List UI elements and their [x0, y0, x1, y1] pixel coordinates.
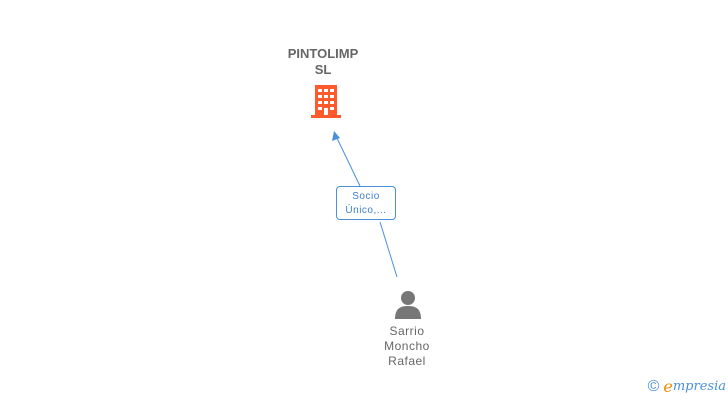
person-name[interactable]: Sarrio Moncho Rafael	[357, 324, 457, 369]
company-name-line1: PINTOLIMP	[287, 46, 359, 61]
relation-label-line2: Único,...	[345, 205, 387, 216]
brand-initial: e	[663, 377, 673, 396]
relation-label-box[interactable]: Socio Único,...	[336, 186, 396, 220]
brand-name: mpresia	[672, 379, 726, 394]
person-name-line3: Rafael	[388, 354, 426, 368]
relation-label-line1: Socio	[352, 191, 380, 202]
person-icon[interactable]	[393, 289, 423, 319]
building-icon[interactable]	[309, 83, 343, 119]
person-name-line2: Moncho	[384, 339, 430, 353]
person-name-line1: Sarrio	[389, 324, 425, 338]
company-name[interactable]: PINTOLIMP SL	[263, 46, 383, 78]
company-name-line2: SL	[314, 62, 332, 77]
brand-logo: © e mpresia	[648, 377, 726, 396]
copyright-icon: ©	[647, 377, 660, 395]
arrowhead-icon	[332, 131, 340, 141]
